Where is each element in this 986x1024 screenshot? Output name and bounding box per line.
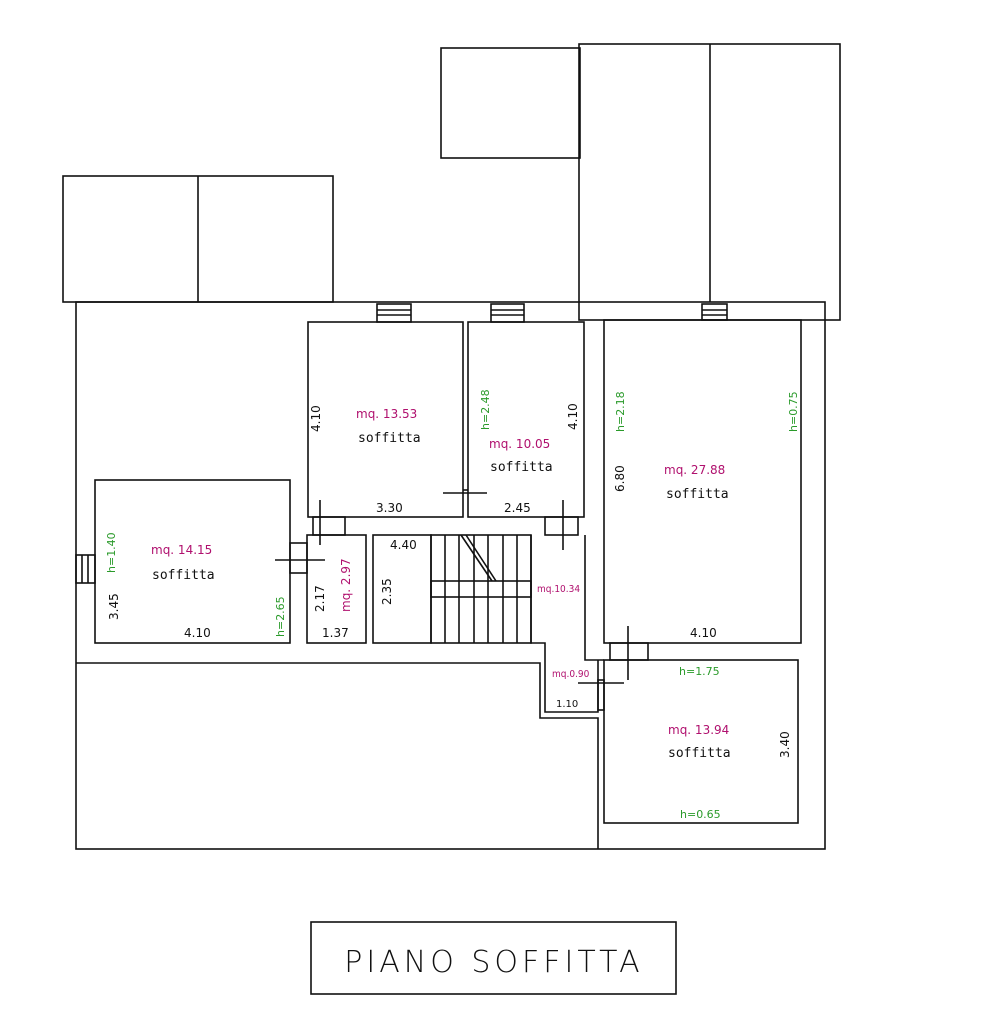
height-label: h=1.40 xyxy=(105,532,118,573)
room-name: soffitta xyxy=(490,460,553,475)
height-label: h=1.75 xyxy=(679,665,720,678)
area-label: mq. 13.94 xyxy=(668,723,729,737)
staircase xyxy=(430,534,532,644)
room-name: soffitta xyxy=(152,568,215,583)
dim-label: 6.80 xyxy=(613,465,627,492)
dim-label: 2.45 xyxy=(504,501,531,515)
dim-label: 2.17 xyxy=(313,585,327,612)
dim-label: 4.40 xyxy=(390,538,417,552)
dim-label: 2.35 xyxy=(380,578,394,605)
dim-label: 1.37 xyxy=(322,626,349,640)
dim-label: 4.10 xyxy=(309,405,323,432)
dim-label: 4.10 xyxy=(690,626,717,640)
dim-label: 3.45 xyxy=(107,593,121,620)
height-label: h=2.18 xyxy=(614,391,627,432)
roof-blocks xyxy=(62,43,841,321)
room-walls xyxy=(94,319,802,824)
title-box: PIANO SOFFITTA xyxy=(310,921,677,995)
area-label: mq. 27.88 xyxy=(664,463,725,477)
room-labels: mq. 13.53 soffitta 4.10 3.30 mq. 10.05 s… xyxy=(105,389,800,821)
area-label: mq. 14.15 xyxy=(151,543,212,557)
height-label: h=2.48 xyxy=(479,389,492,430)
area-label: mq. 13.53 xyxy=(356,407,417,421)
area-label: mq. 10.05 xyxy=(489,437,550,451)
dim-label: 3.40 xyxy=(778,731,792,758)
height-label: h=0.75 xyxy=(787,391,800,432)
height-label: h=0.65 xyxy=(680,808,721,821)
area-label: mq.10.34 xyxy=(537,584,580,595)
dim-label: 4.10 xyxy=(184,626,211,640)
dim-label: 3.30 xyxy=(376,501,403,515)
room-name: soffitta xyxy=(668,746,731,761)
area-label: mq.0.90 xyxy=(552,669,590,680)
dim-label: 1.10 xyxy=(556,699,578,710)
room-name: soffitta xyxy=(666,487,729,502)
dim-label: 4.10 xyxy=(566,403,580,430)
height-label: h=2.65 xyxy=(274,596,287,637)
plan-title: PIANO SOFFITTA xyxy=(344,945,643,980)
room-name: soffitta xyxy=(358,431,421,446)
area-label: mq. 2.97 xyxy=(339,558,353,612)
